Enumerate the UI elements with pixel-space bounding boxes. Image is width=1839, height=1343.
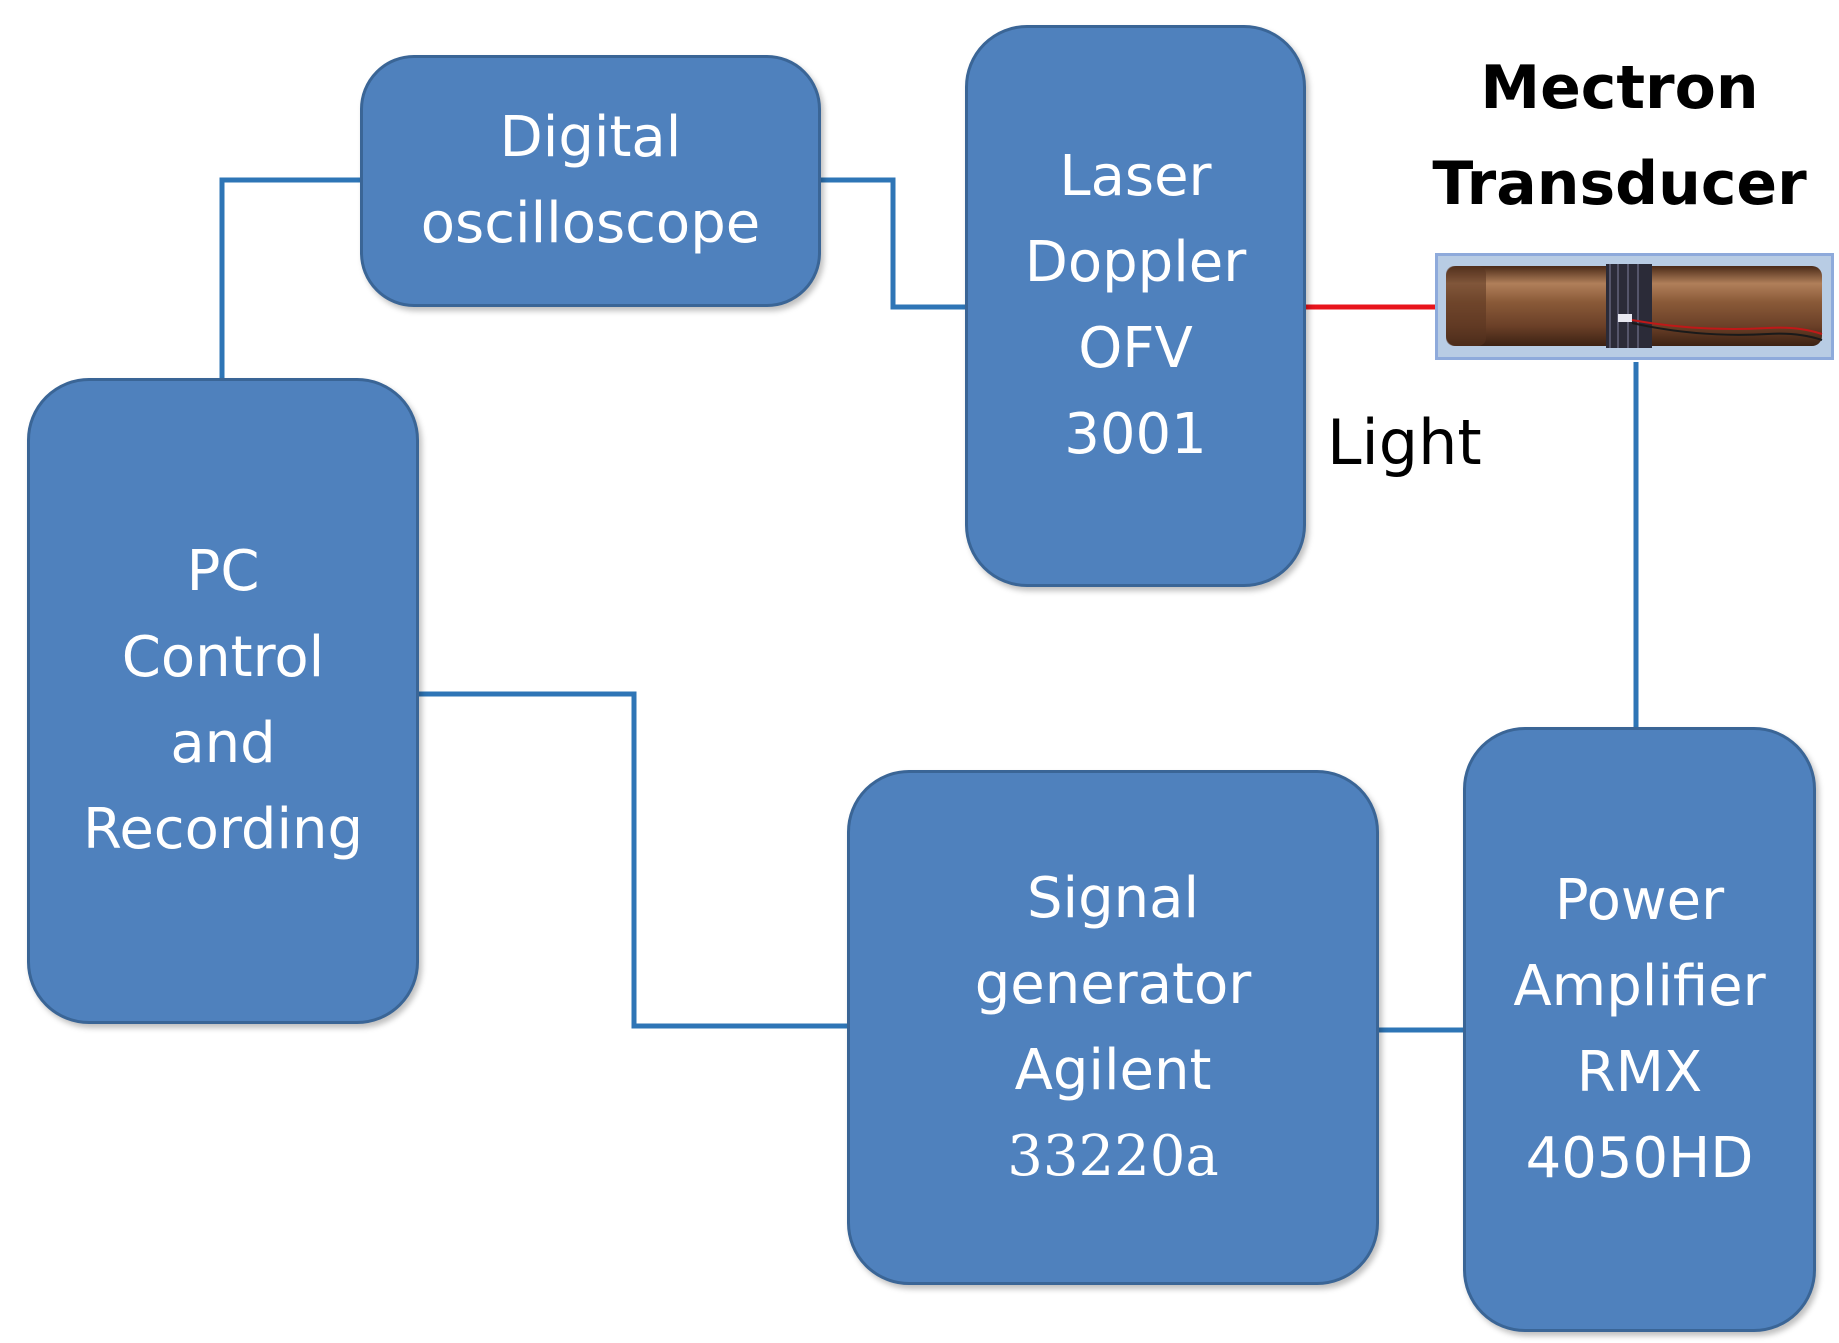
transducer-image xyxy=(1435,253,1834,360)
digital-oscilloscope-label: Digital oscilloscope xyxy=(420,105,761,256)
wire-pc-to-oscilloscope xyxy=(219,177,362,382)
wire-pc-to-signal-generator xyxy=(416,691,848,1029)
laser-doppler-label: Laser Doppler OFV 3001 xyxy=(1024,144,1247,467)
signal-generator-model-label: 33220a xyxy=(1007,1123,1219,1189)
light-label: Light xyxy=(1327,406,1482,479)
power-amplifier-block: Power Amplifier RMX 4050HD xyxy=(1463,727,1816,1332)
digital-oscilloscope-block: Digital oscilloscope xyxy=(360,55,821,307)
ultrasonic-transducer-icon xyxy=(1446,264,1823,348)
transducer-title: Mectron Transducer xyxy=(1432,53,1807,219)
signal-generator-label: Signal generator Agilent xyxy=(974,865,1252,1103)
pc-control-block: PC Control and Recording xyxy=(27,378,419,1024)
laser-doppler-block: Laser Doppler OFV 3001 xyxy=(965,25,1306,587)
pc-control-label: PC Control and Recording xyxy=(82,539,364,862)
power-amplifier-label: Power Amplifier RMX 4050HD xyxy=(1513,867,1766,1191)
wire-oscilloscope-to-laser xyxy=(820,177,967,310)
signal-generator-block: Signal generator Agilent 33220a xyxy=(847,770,1379,1285)
